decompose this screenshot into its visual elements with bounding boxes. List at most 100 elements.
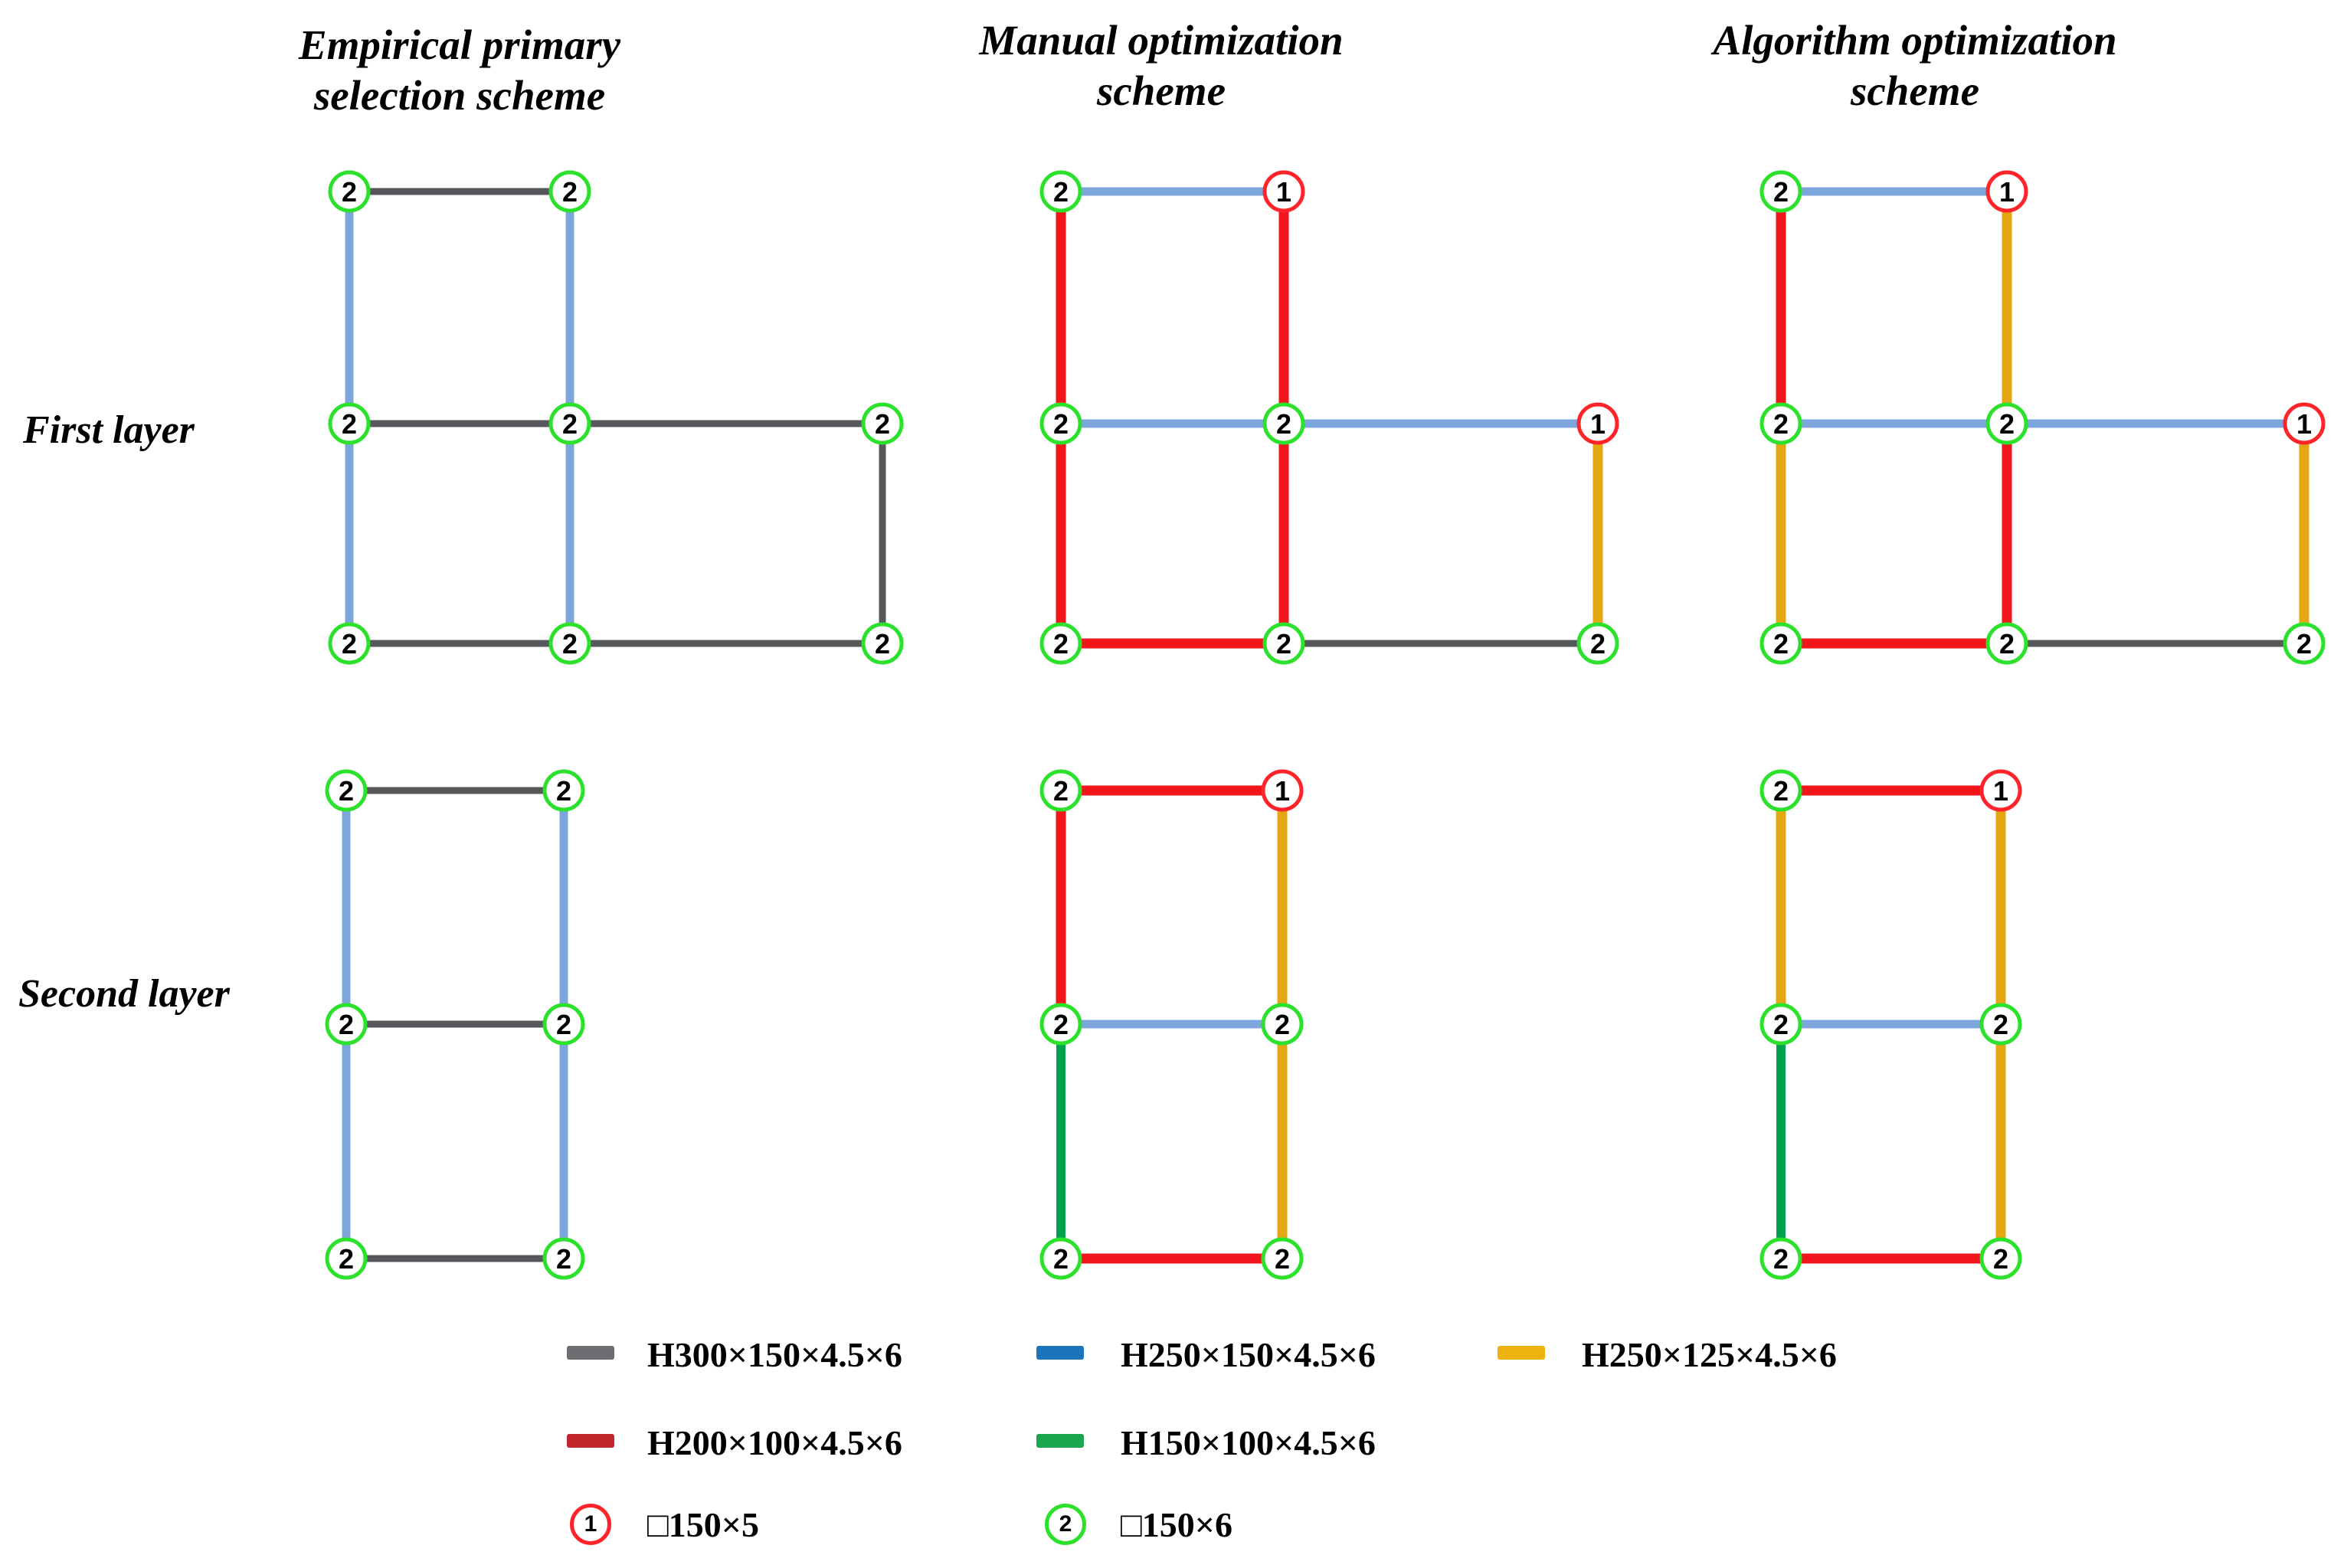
algorithm-second-layer: 2 1 2 2 2 2 bbox=[1759, 769, 2022, 1280]
joint-node-label: 1 bbox=[1275, 775, 1290, 807]
joint-node-label: 2 bbox=[1053, 628, 1069, 660]
joint-node-label: 2 bbox=[1053, 408, 1069, 440]
joint-node-type2 bbox=[1262, 622, 1305, 665]
joint-node-type2 bbox=[1261, 1003, 1304, 1046]
joint-node-label: 2 bbox=[1053, 176, 1069, 208]
joint-node-type2 bbox=[1985, 402, 2028, 445]
joint-node-type2 bbox=[861, 622, 904, 665]
legend-swatch-h200x100-icon bbox=[567, 1434, 614, 1448]
joint-node-type2 bbox=[548, 402, 591, 445]
joint-node-label: 2 bbox=[1590, 628, 1606, 660]
joint-node-type2 bbox=[1759, 170, 1802, 213]
joint-node-label: 2 bbox=[1773, 176, 1789, 208]
legend-label-square150x6: □150×6 bbox=[1121, 1505, 1232, 1544]
legend-swatch-h250x150-icon bbox=[1036, 1346, 1084, 1360]
joint-node-label: 2 bbox=[339, 775, 354, 807]
joint-node-label: 2 bbox=[342, 176, 357, 208]
joint-node-type1 bbox=[1576, 402, 1619, 445]
joint-node-label: 2 bbox=[1053, 775, 1069, 807]
column-title-manual: Manual optimization scheme bbox=[979, 15, 1343, 116]
joint-node-label: 2 bbox=[342, 408, 357, 440]
joint-node-label: 2 bbox=[1773, 408, 1789, 440]
legend-swatch-h250x125-icon bbox=[1498, 1346, 1545, 1360]
joint-node-label: 2 bbox=[562, 176, 578, 208]
joint-node-label: 2 bbox=[1993, 1009, 2008, 1040]
joint-node-type2 bbox=[548, 622, 591, 665]
joint-node-type2 bbox=[1039, 1003, 1082, 1046]
column-title-empirical: Empirical primary selection scheme bbox=[299, 20, 620, 121]
joint-node-type2 bbox=[1262, 402, 1305, 445]
row-label-second-layer: Second layer bbox=[18, 972, 230, 1016]
joint-node-type2 bbox=[1576, 622, 1619, 665]
joint-node-type2 bbox=[1759, 1003, 1802, 1046]
joint-node-type2 bbox=[1759, 622, 1802, 665]
joint-node-type2 bbox=[328, 170, 371, 213]
joint-node-type1 bbox=[1262, 170, 1305, 213]
joint-node-type2 bbox=[1039, 170, 1082, 213]
column-title-manual-line1: Manual optimization bbox=[979, 17, 1344, 64]
joint-node-type2 bbox=[1261, 1237, 1304, 1280]
empirical-first-layer: 2 2 2 2 2 2 2 2 bbox=[328, 170, 904, 665]
joint-node-type2 bbox=[1039, 769, 1082, 812]
joint-node-type2 bbox=[325, 769, 368, 812]
joint-node-type2 bbox=[548, 170, 591, 213]
manual-first-layer: 2 1 2 2 1 2 2 2 bbox=[1039, 170, 1619, 665]
joint-node-type2 bbox=[328, 622, 371, 665]
joint-node-type2 bbox=[1759, 402, 1802, 445]
column-title-empirical-line2: selection scheme bbox=[313, 72, 606, 119]
joint-node-label: 1 bbox=[1276, 176, 1291, 208]
joint-node-label: 2 bbox=[562, 628, 578, 660]
legend-node1-marker-icon: 1 bbox=[570, 1504, 611, 1545]
joint-node-label: 2 bbox=[562, 408, 578, 440]
joint-node-type2 bbox=[1759, 1237, 1802, 1280]
joint-node-label: 2 bbox=[342, 628, 357, 660]
legend-label-h200x100: H200×100×4.5×6 bbox=[647, 1423, 902, 1462]
joint-node-type1 bbox=[1985, 170, 2028, 213]
column-title-algorithm: Algorithm optimization scheme bbox=[1713, 15, 2116, 116]
joint-node-label: 2 bbox=[1773, 1009, 1789, 1040]
column-title-empirical-line1: Empirical primary bbox=[298, 21, 621, 68]
joint-node-type2 bbox=[1985, 622, 2028, 665]
joint-node-type2 bbox=[1979, 1003, 2022, 1046]
joint-node-label: 1 bbox=[1999, 176, 2015, 208]
joint-node-label: 2 bbox=[1275, 1009, 1290, 1040]
legend-label-square150x5: □150×5 bbox=[647, 1505, 759, 1544]
legend-node2-marker-icon: 2 bbox=[1045, 1504, 1086, 1545]
joint-node-type2 bbox=[861, 402, 904, 445]
joint-node-label: 2 bbox=[1053, 1243, 1069, 1275]
joint-node-type2 bbox=[325, 1003, 368, 1046]
joint-node-type2 bbox=[1979, 1237, 2022, 1280]
joint-node-label: 1 bbox=[1993, 775, 2008, 807]
joint-node-label: 1 bbox=[2296, 408, 2312, 440]
joint-node-label: 2 bbox=[1773, 775, 1789, 807]
joint-node-label: 2 bbox=[1276, 408, 1291, 440]
joint-node-type1 bbox=[2283, 402, 2326, 445]
joint-node-label: 2 bbox=[1993, 1243, 2008, 1275]
joint-node-type2 bbox=[542, 1237, 585, 1280]
joint-node-type1 bbox=[1979, 769, 2022, 812]
joint-node-label: 2 bbox=[875, 408, 890, 440]
joint-node-type2 bbox=[2283, 622, 2326, 665]
legend-label-h250x125: H250×125×4.5×6 bbox=[1582, 1335, 1837, 1374]
joint-node-label: 2 bbox=[2296, 628, 2312, 660]
legend-swatch-h300x150-icon bbox=[567, 1346, 614, 1360]
joint-node-type2 bbox=[325, 1237, 368, 1280]
joint-node-label: 2 bbox=[556, 1243, 571, 1275]
joint-node-type2 bbox=[1039, 622, 1082, 665]
joint-node-label: 2 bbox=[1276, 628, 1291, 660]
joint-node-label: 2 bbox=[1999, 628, 2015, 660]
column-title-algorithm-line1: Algorithm optimization bbox=[1713, 17, 2117, 64]
joint-node-type2 bbox=[1039, 402, 1082, 445]
joint-node-type2 bbox=[328, 402, 371, 445]
joint-node-label: 2 bbox=[556, 1009, 571, 1040]
joint-node-label: 2 bbox=[1275, 1243, 1290, 1275]
joint-node-label: 1 bbox=[1590, 408, 1606, 440]
joint-node-label: 2 bbox=[1773, 1243, 1789, 1275]
joint-node-label: 2 bbox=[875, 628, 890, 660]
column-title-manual-line2: scheme bbox=[1096, 67, 1226, 114]
